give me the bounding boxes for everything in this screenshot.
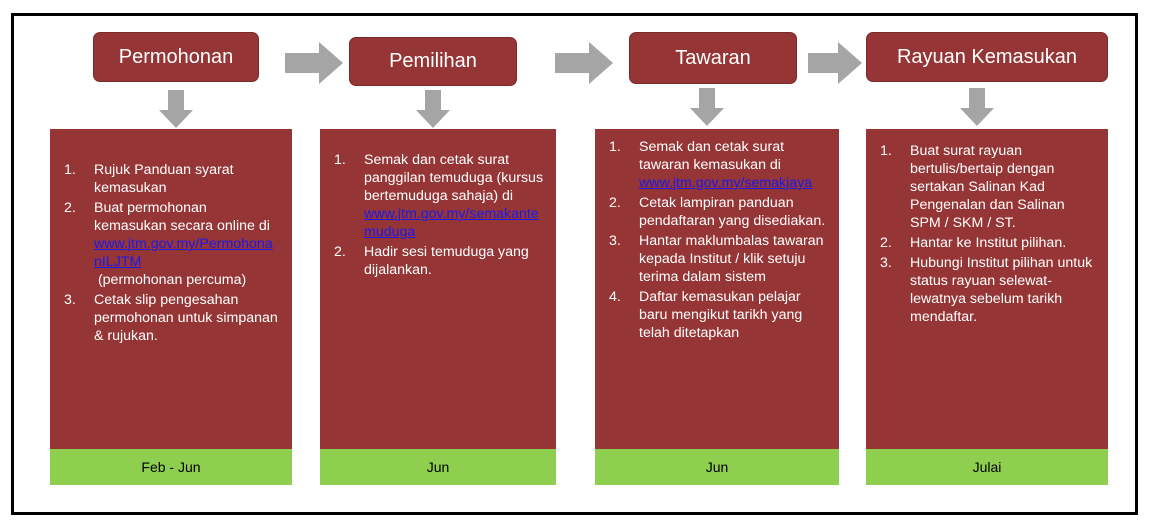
stage-header-tawaran: Tawaran: [629, 32, 797, 84]
list-item: 1. Semak dan cetak surat tawaran kemasuk…: [595, 138, 827, 192]
list-item: 1. Buat surat rayuan bertulis/bertaip de…: [880, 143, 1065, 231]
semakan-temuduga-link[interactable]: www.jtm.gov.my/semakantemuduga: [364, 206, 539, 240]
step-list: 1. Semak dan cetak surat panggilan temud…: [320, 151, 544, 279]
permohonan-link[interactable]: www.jtm.gov.my/PermohonanILJTM: [94, 236, 273, 270]
list-item: 3. Cetak slip pengesahan permohonan untu…: [64, 292, 278, 344]
stage-title: Rayuan Kemasukan: [896, 45, 1078, 68]
list-item: 3. Hubungi Institut pilihan untuk status…: [880, 255, 1093, 325]
list-item: 2. Buat permohonan kemasukan secara onli…: [50, 199, 278, 289]
list-item: 2. Hadir sesi temuduga yang dijalankan.: [334, 244, 529, 278]
list-item: 1. Semak dan cetak surat panggilan temud…: [334, 152, 544, 240]
down-arrow-icon: [159, 90, 193, 128]
stage-title: Permohonan: [118, 45, 234, 68]
right-arrow-icon: [285, 42, 343, 84]
period-footer-permohonan: Feb - Jun: [50, 449, 292, 485]
list-item: 3. Hantar maklumbalas tawaran kepada Ins…: [609, 233, 824, 285]
stage-title: Tawaran: [675, 46, 751, 69]
down-arrow-icon: [960, 88, 994, 126]
right-arrow-icon: [555, 42, 613, 84]
period-label: Jun: [705, 459, 729, 475]
period-label: Julai: [972, 459, 1002, 475]
list-item: 2. Cetak lampiran panduan pendaftaran ya…: [609, 195, 826, 229]
stage-body-tawaran: 1. Semak dan cetak surat tawaran kemasuk…: [595, 129, 839, 449]
period-label: Jun: [426, 459, 450, 475]
list-item: 4. Daftar kemasukan pelajar baru mengiku…: [609, 289, 803, 341]
semak-jaya-link[interactable]: www.jtm.gov.my/semakjaya: [639, 175, 813, 191]
list-item: 2. Hantar ke Institut pilihan.: [880, 235, 1067, 251]
period-label: Feb - Jun: [141, 459, 201, 475]
stage-body-permohonan: 1. Rujuk Panduan syarat kemasukan 2. Bua…: [50, 129, 292, 449]
right-arrow-icon: [808, 42, 862, 84]
stage-body-pemilihan: 1. Semak dan cetak surat panggilan temud…: [320, 129, 556, 449]
stage-header-pemilihan: Pemilihan: [349, 37, 517, 86]
step-list: 1. Buat surat rayuan bertulis/bertaip de…: [866, 142, 1094, 326]
note-text: (permohonan percuma): [94, 272, 247, 288]
diagram-frame: [11, 13, 1138, 515]
step-list: 1. Semak dan cetak surat tawaran kemasuk…: [595, 138, 827, 342]
list-item: 1. Rujuk Panduan syarat kemasukan: [64, 162, 234, 196]
down-arrow-icon: [690, 88, 724, 126]
step-list: 1. Rujuk Panduan syarat kemasukan 2. Bua…: [50, 161, 278, 345]
period-footer-tawaran: Jun: [595, 449, 839, 485]
period-footer-rayuan-kemasukan: Julai: [866, 449, 1108, 485]
stage-title: Pemilihan: [389, 50, 477, 72]
down-arrow-icon: [416, 90, 450, 128]
stage-body-rayuan-kemasukan: 1. Buat surat rayuan bertulis/bertaip de…: [866, 129, 1108, 449]
stage-header-rayuan-kemasukan: Rayuan Kemasukan: [866, 32, 1108, 82]
stage-header-permohonan: Permohonan: [93, 32, 259, 82]
period-footer-pemilihan: Jun: [320, 449, 556, 485]
